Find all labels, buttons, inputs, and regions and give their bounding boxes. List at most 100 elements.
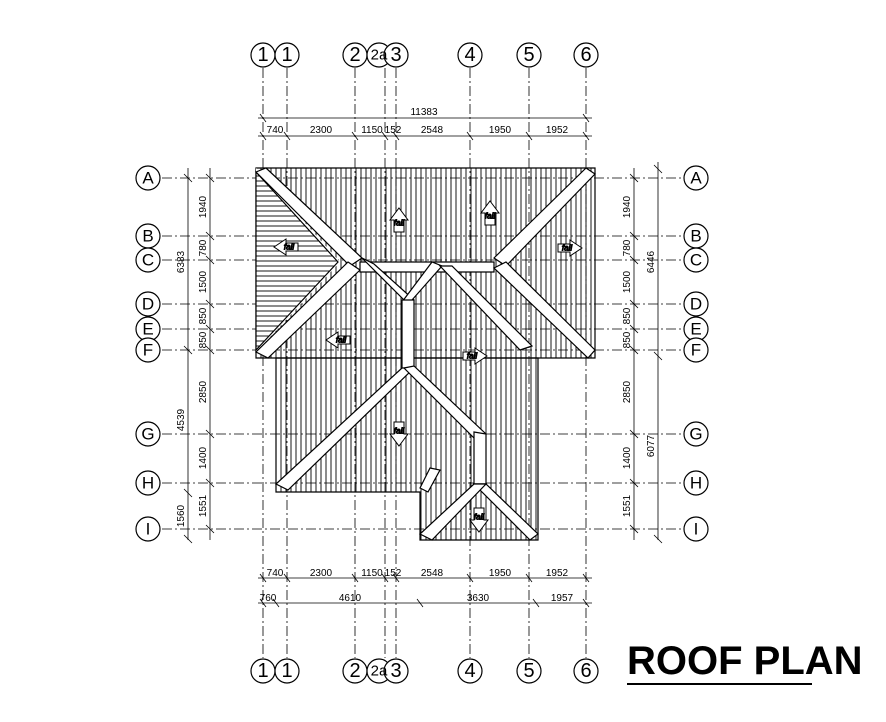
grid-col-1b-top: 1	[281, 44, 292, 66]
grid-row-i-left: I	[146, 520, 151, 539]
svg-text:1950: 1950	[489, 568, 512, 579]
row-labels-left: A B C D E F G H I	[141, 169, 154, 539]
bottom-dimension-lines	[258, 573, 592, 608]
roof-ridges	[254, 167, 596, 541]
grid-row-e-right: E	[690, 320, 701, 339]
svg-text:1940: 1940	[622, 195, 633, 218]
grid-col-1a-bottom: 1	[257, 660, 268, 682]
svg-text:fall: fall	[474, 513, 484, 522]
row-bubbles	[135, 165, 709, 542]
fall-arrow-up-1: fall	[389, 207, 409, 233]
svg-text:850: 850	[198, 307, 209, 324]
grid-row-b-right: B	[690, 227, 701, 246]
svg-text:2300: 2300	[310, 568, 333, 579]
svg-text:2548: 2548	[421, 568, 444, 579]
top-dimension-lines	[258, 113, 592, 141]
left-dimension-lines	[183, 168, 215, 544]
svg-text:1551: 1551	[622, 494, 633, 517]
grid-col-3-top: 3	[390, 44, 401, 66]
right-segment-dimensions: 1940 780 1500 850 850 2850 1400 1551 644…	[622, 195, 657, 517]
fall-arrow-up-2: fall	[480, 200, 500, 226]
grid-col-4-bottom: 4	[464, 660, 475, 682]
svg-text:1950: 1950	[489, 125, 512, 136]
grid-row-c-right: C	[690, 251, 702, 270]
grid-row-d-right: D	[690, 295, 702, 314]
grid-col-3-bottom: 3	[390, 660, 401, 682]
grid-row-h-right: H	[690, 474, 702, 493]
svg-text:1150: 1150	[361, 568, 383, 579]
right-overall-lower: 6077	[646, 434, 657, 457]
grid-row-a-left: A	[142, 169, 154, 188]
drawing-title: ROOF PLAN	[627, 639, 863, 683]
svg-text:fall: fall	[467, 352, 477, 361]
left-overall-lower: 4539	[176, 408, 187, 431]
fall-arrow-right-2: fall	[462, 347, 488, 365]
svg-text:2850: 2850	[198, 380, 209, 403]
svg-text:1940: 1940	[198, 195, 209, 218]
svg-text:850: 850	[622, 307, 633, 324]
svg-text:152: 152	[385, 568, 402, 579]
grid-col-4-top: 4	[464, 44, 475, 66]
svg-text:2548: 2548	[421, 125, 444, 136]
bottom-segment-dimensions-row1: 740 2300 1150 152 2548 1950 1952	[267, 568, 569, 579]
svg-text:1957: 1957	[551, 593, 574, 604]
grid-col-2a-bottom: 2a	[371, 663, 388, 680]
svg-text:1500: 1500	[198, 270, 209, 293]
top-grid-bubbles	[250, 42, 599, 68]
bottom-grid-bubbles	[250, 658, 599, 684]
svg-text:152: 152	[385, 125, 402, 136]
svg-text:850: 850	[198, 331, 209, 348]
left-bottom-dimension: 1560	[176, 504, 187, 527]
grid-row-e-left: E	[142, 320, 153, 339]
grid-col-6-top: 6	[580, 44, 591, 66]
fall-arrow-left-2: fall	[325, 331, 351, 349]
svg-text:760: 760	[260, 593, 277, 604]
svg-text:fall: fall	[485, 212, 495, 221]
grid-col-1a-top: 1	[257, 44, 268, 66]
left-overall-upper: 6383	[176, 250, 187, 273]
bottom-segment-dimensions-row2: 760 4610 3630 1957	[260, 593, 574, 604]
fall-arrow-right-1: fall	[557, 239, 583, 257]
top-overall-dimension: 11383	[410, 107, 438, 118]
grid-row-b-left: B	[142, 227, 153, 246]
grid-col-5-bottom: 5	[523, 660, 534, 682]
grid-row-g-right: G	[689, 425, 702, 444]
grid-row-f-left: F	[143, 341, 153, 360]
fall-arrow-down-2: fall	[469, 507, 489, 533]
svg-text:1500: 1500	[622, 270, 633, 293]
fall-arrow-left-1: fall	[273, 238, 299, 256]
svg-text:2850: 2850	[622, 380, 633, 403]
svg-text:fall: fall	[284, 243, 294, 252]
svg-text:2300: 2300	[310, 125, 333, 136]
grid-row-c-left: C	[142, 251, 154, 270]
svg-text:1551: 1551	[198, 494, 209, 517]
grid-row-f-right: F	[691, 341, 701, 360]
left-segment-dimensions: 1940 780 1500 850 850 2850 1400 1551 638…	[176, 195, 209, 527]
grid-row-i-right: I	[694, 520, 699, 539]
svg-text:fall: fall	[562, 244, 572, 253]
svg-text:4610: 4610	[339, 593, 362, 604]
svg-text:740: 740	[267, 568, 284, 579]
svg-text:fall: fall	[336, 336, 346, 345]
svg-text:fall: fall	[394, 427, 404, 436]
svg-text:1952: 1952	[546, 568, 569, 579]
fall-arrows: fall fall fall fall fall fall fall fall	[273, 200, 583, 533]
grid-col-2-top: 2	[349, 44, 360, 66]
grid-row-a-right: A	[690, 169, 702, 188]
top-grid-labels: 1 1 2 2a 3 4 5 6	[257, 44, 591, 66]
grid-col-6-bottom: 6	[580, 660, 591, 682]
grid-col-5-top: 5	[523, 44, 534, 66]
svg-text:1400: 1400	[622, 446, 633, 469]
right-dimension-lines	[629, 162, 663, 544]
svg-text:3630: 3630	[467, 593, 490, 604]
svg-text:1150: 1150	[361, 125, 383, 136]
grid-row-g-left: G	[141, 425, 154, 444]
svg-text:740: 740	[267, 125, 284, 136]
bottom-grid-labels: 1 1 2 2a 3 4 5 6	[257, 660, 591, 682]
svg-text:fall: fall	[394, 219, 404, 228]
grid-col-2-bottom: 2	[349, 660, 360, 682]
svg-text:780: 780	[198, 239, 209, 256]
right-overall-upper: 6446	[646, 250, 657, 273]
svg-text:1400: 1400	[198, 446, 209, 469]
